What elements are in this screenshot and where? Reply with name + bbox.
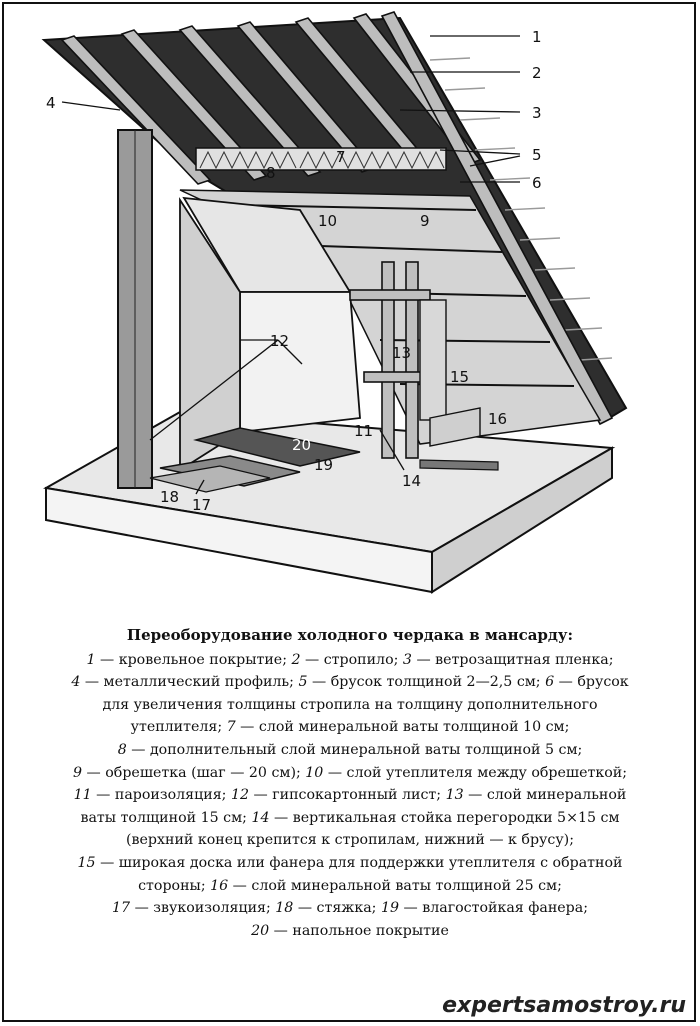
caption-line: 8 — дополнительный слой минеральной ваты… bbox=[24, 739, 676, 762]
legend-text: для увеличения толщины стропила на толщи… bbox=[102, 696, 598, 713]
legend-number: 12 bbox=[230, 787, 249, 804]
caption-line: стороны; 16 — слой минеральной ваты толщ… bbox=[24, 875, 676, 898]
caption-line: ваты толщиной 15 см; 14 — вертикальная с… bbox=[24, 807, 676, 830]
legend-text: — звукоизоляция; bbox=[130, 900, 276, 917]
legend-number: 10 bbox=[305, 764, 324, 781]
legend-text: — брусок bbox=[554, 674, 629, 691]
legend-number: 17 bbox=[112, 900, 131, 917]
legend-text: — металлический профиль; bbox=[80, 674, 299, 691]
legend-number: 11 bbox=[73, 787, 92, 804]
legend-number: 18 bbox=[275, 900, 294, 917]
legend-text: — влагостойкая фанера; bbox=[399, 900, 588, 917]
legend-number: 20 bbox=[251, 922, 270, 939]
callout-6: 6 bbox=[532, 174, 542, 192]
callout-15: 15 bbox=[450, 368, 469, 386]
legend-text: — напольное покрытие bbox=[269, 922, 449, 939]
callout-20: 20 bbox=[292, 436, 311, 454]
rafters bbox=[60, 11, 614, 426]
legend-text: — слой минеральной ваты толщиной 10 см; bbox=[235, 719, 570, 736]
caption-line: 17 — звукоизоляция; 18 — стяжка; 19 — вл… bbox=[24, 897, 676, 920]
legend-number: 9 bbox=[73, 764, 83, 781]
callout-16: 16 bbox=[488, 410, 507, 428]
caption-line: 1 — кровельное покрытие; 2 — стропило; 3… bbox=[24, 649, 676, 672]
floor-beam bbox=[419, 459, 499, 471]
legend-number: 14 bbox=[251, 809, 270, 826]
legend-number: 8 bbox=[117, 741, 127, 758]
partition-studs bbox=[349, 261, 431, 459]
legend-number: 2 bbox=[291, 651, 301, 668]
callout-13: 13 bbox=[392, 344, 411, 362]
caption-line: 20 — напольное покрытие bbox=[24, 920, 676, 943]
site-watermark: expertsamostroy.ru bbox=[442, 993, 686, 1018]
caption-line: 9 — обрешетка (шаг — 20 см); 10 — слой у… bbox=[24, 762, 676, 785]
legend-text: (верхний конец крепится к стропилам, ниж… bbox=[125, 832, 574, 849]
floor-covering bbox=[193, 427, 361, 467]
legend-text: — кровельное покрытие; bbox=[95, 651, 292, 668]
legend-number: 19 bbox=[380, 900, 400, 917]
caption-title: Переоборудование холодного чердака в ман… bbox=[126, 626, 574, 644]
callout-1: 1 bbox=[532, 28, 542, 46]
legend-number: 13 bbox=[445, 787, 464, 804]
legend-number: 15 bbox=[77, 854, 96, 871]
legend-text: — слой минеральной ваты толщиной 25 см; bbox=[228, 877, 562, 894]
legend-text: ваты толщиной 15 см; bbox=[80, 809, 252, 826]
legend-text: — обрешетка (шаг — 20 см); bbox=[82, 764, 306, 781]
legend-number: 6 bbox=[545, 674, 555, 691]
legend-text: — ветрозащитная пленка; bbox=[411, 651, 614, 668]
legend-text: — вертикальная стойка перегородки 5×15 с… bbox=[269, 809, 620, 826]
legend-number: 4 bbox=[71, 674, 81, 691]
callout-18: 18 bbox=[160, 488, 179, 506]
caption: Переоборудование холодного чердака в ман… bbox=[24, 624, 676, 942]
caption-line: (верхний конец крепится к стропилам, ниж… bbox=[24, 829, 676, 852]
caption-line: 15 — широкая доска или фанера для поддер… bbox=[24, 852, 676, 875]
attic-conversion-diagram: 1 2 3 4 5 6 7 8 9 10 11 12 13 14 15 16 1… bbox=[41, 11, 628, 594]
mineral-wool-hatch bbox=[199, 150, 445, 170]
legend-number: 3 bbox=[402, 651, 412, 668]
floor-mineral-wool bbox=[429, 407, 481, 447]
legend-text: стороны; bbox=[138, 877, 211, 894]
partition-insulation bbox=[419, 299, 447, 421]
callout-5: 5 bbox=[532, 146, 542, 164]
caption-line: утеплителя; 7 — слой минеральной ваты то… bbox=[24, 716, 676, 739]
caption-legend: 1 — кровельное покрытие; 2 — стропило; 3… bbox=[24, 649, 676, 943]
callout-14: 14 bbox=[402, 472, 421, 490]
legend-number: 5 bbox=[298, 674, 308, 691]
legend-number: 16 bbox=[210, 877, 229, 894]
legend-text: — стяжка; bbox=[293, 900, 381, 917]
legend-text: утеплителя; bbox=[130, 719, 227, 736]
callout-12: 12 bbox=[270, 332, 289, 350]
callout-19: 19 bbox=[314, 456, 333, 474]
callout-9: 9 bbox=[420, 212, 430, 230]
legend-number: 7 bbox=[226, 719, 236, 736]
legend-text: — широкая доска или фанера для поддержки… bbox=[95, 854, 623, 871]
legend-text: — слой утеплителя между обрешеткой; bbox=[323, 764, 627, 781]
floor-slab-side bbox=[431, 446, 613, 594]
callout-3: 3 bbox=[532, 104, 542, 122]
legend-text: — пароизоляция; bbox=[91, 787, 231, 804]
callout-4: 4 bbox=[46, 94, 56, 112]
legend-text: — стропило; bbox=[300, 651, 403, 668]
leader-lines bbox=[61, 35, 521, 495]
screed-layer bbox=[149, 465, 271, 493]
callout-7: 7 bbox=[336, 148, 346, 166]
legend-text: — брусок толщиной 2—2,5 см; bbox=[307, 674, 546, 691]
callout-10: 10 bbox=[318, 212, 337, 230]
callout-2: 2 bbox=[532, 64, 542, 82]
legend-text: — слой минеральной bbox=[463, 787, 627, 804]
callout-17: 17 bbox=[192, 496, 211, 514]
legend-text: — дополнительный слой минеральной ваты т… bbox=[126, 741, 583, 758]
callout-8: 8 bbox=[266, 164, 276, 182]
caption-line: 11 — пароизоляция; 12 — гипсокартонный л… bbox=[24, 784, 676, 807]
caption-line: для увеличения толщины стропила на толщи… bbox=[24, 694, 676, 717]
caption-line: 4 — металлический профиль; 5 — брусок то… bbox=[24, 671, 676, 694]
legend-number: 1 bbox=[86, 651, 96, 668]
legend-text: — гипсокартонный лист; bbox=[249, 787, 446, 804]
roof-shingle-pattern bbox=[429, 57, 613, 361]
callout-11: 11 bbox=[354, 422, 373, 440]
